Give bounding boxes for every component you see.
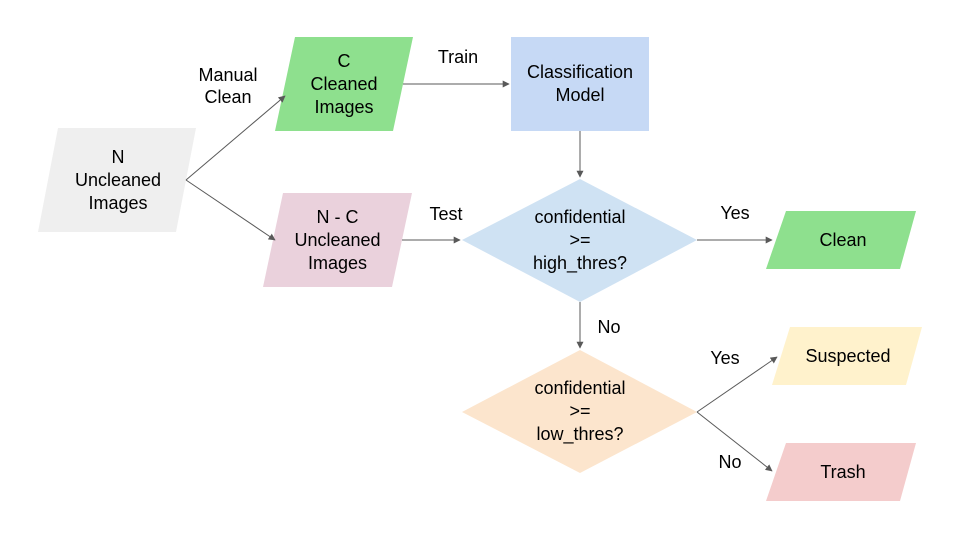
yes-suspected-arrow [696,356,778,413]
train-edge-label: Train [437,47,479,67]
no-trash-arrow [696,411,773,472]
test-edge-label: Test [429,204,463,224]
manual-clean-arrow [185,95,286,181]
cleaned-images-shape [275,37,413,131]
manual-clean-edge-label-line-2: Clean [204,87,252,107]
no-high-edge-label: No [597,317,621,337]
low-threshold-decision-shape [462,350,697,473]
manual-clean-edge-label-line-1: Manual [198,65,258,85]
manual-clean-edge-label: Manual Clean [190,64,266,108]
uncleaned-images-shape [38,128,196,232]
high-threshold-decision-shape [462,179,697,302]
clean-output-shape [766,211,916,269]
no-low-edge-label: No [718,452,742,472]
remaining-images-shape [263,193,412,287]
yes-high-edge-label: Yes [720,203,750,223]
yes-low-edge-label: Yes [710,348,740,368]
trash-output-shape [766,443,916,501]
split-arrow [185,179,276,241]
suspected-output-shape [772,327,922,385]
classification-model-shape [511,37,649,131]
